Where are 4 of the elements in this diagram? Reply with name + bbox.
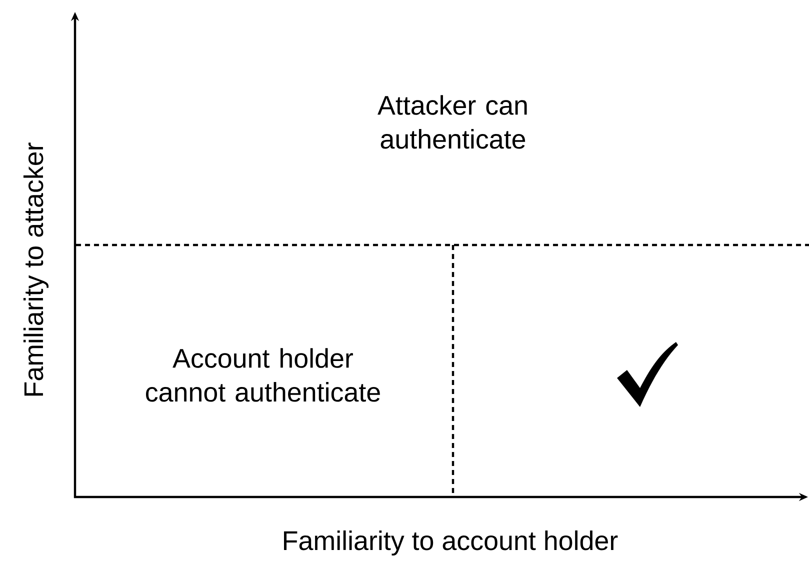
axis-label: Familiarity to account holder <box>284 530 618 556</box>
region-label: Attacker can authenticate <box>378 95 527 149</box>
region-label: Account holder cannot authenticate <box>146 348 380 402</box>
axis-label: Familiarity to attacker <box>23 142 49 396</box>
